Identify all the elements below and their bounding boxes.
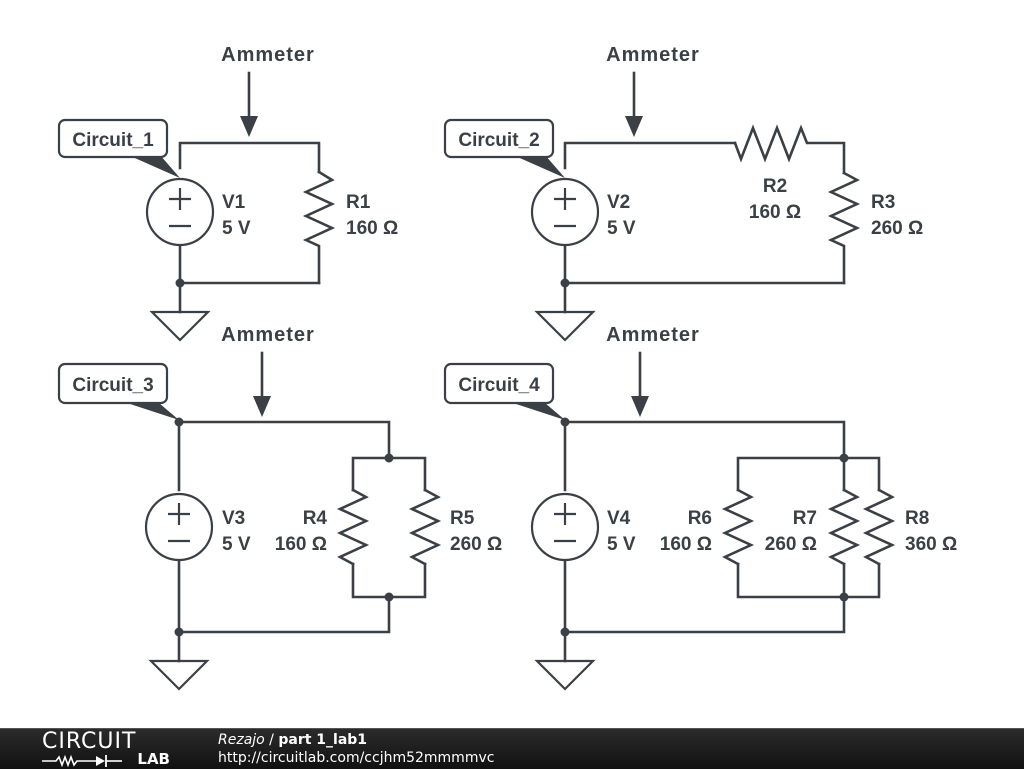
logo-resistor-diode-icon — [42, 754, 122, 767]
resistor-value: 160 Ω — [660, 534, 712, 555]
circuit-1: Ammeter V1 5 V R1 160 Ω Circuit_1 — [57, 44, 398, 342]
source-name: V1 — [222, 192, 246, 213]
resistor-value: 260 Ω — [450, 534, 502, 555]
resistor-r7-icon — [827, 488, 861, 566]
resistor-r2-icon — [733, 124, 846, 175]
circuit-tag[interactable]: Circuit_2 — [443, 118, 565, 178]
resistor-value: 260 Ω — [871, 218, 923, 239]
footer-bar: CIRCUIT LAB Rezajo / part 1_lab1 http://… — [0, 728, 1024, 769]
resistor-r1-icon — [302, 170, 336, 285]
wire — [736, 562, 881, 599]
circuit-tag-label: Circuit_3 — [72, 375, 153, 396]
ammeter-label: Ammeter — [221, 324, 315, 346]
ground-icon — [535, 310, 595, 342]
resistor-r4-icon — [336, 488, 370, 566]
source-value: 5 V — [222, 218, 251, 239]
resistor-name: R6 — [688, 508, 712, 529]
wire — [351, 456, 427, 492]
resistor-name: R5 — [450, 508, 475, 529]
source-value: 5 V — [607, 534, 636, 555]
circuit-3: Ammeter V3 5 V R4 160 Ω R5 260 Ω Circuit… — [57, 324, 502, 691]
resistor-name: R2 — [763, 176, 787, 197]
resistor-value: 160 Ω — [749, 202, 801, 223]
author-link[interactable]: Rezajo — [218, 732, 265, 748]
source-value: 5 V — [222, 534, 251, 555]
resistor-name: R7 — [793, 508, 817, 529]
separator: / — [264, 732, 279, 748]
ground-icon — [535, 659, 595, 691]
resistor-r5-icon — [408, 488, 442, 566]
wire — [563, 141, 737, 170]
wire — [177, 420, 391, 492]
voltage-source-v1-icon — [145, 177, 215, 247]
resistor-name: R3 — [871, 192, 895, 213]
project-meta: Rezajo / part 1_lab1 http://circuitlab.c… — [218, 731, 494, 767]
resistor-name: R4 — [303, 508, 328, 529]
ammeter-label: Ammeter — [606, 44, 700, 66]
resistor-name: R1 — [346, 192, 371, 213]
wire — [178, 141, 321, 174]
source-name: V4 — [607, 508, 631, 529]
circuit-4: Ammeter V4 5 V R6 160 Ω R7 260 Ω R8 360 … — [443, 324, 957, 691]
ground-icon — [149, 659, 209, 691]
source-name: V2 — [607, 192, 630, 213]
circuit-tag[interactable]: Circuit_3 — [57, 362, 179, 420]
circuit-tag-label: Circuit_1 — [72, 130, 154, 151]
schematic-canvas: Ammeter V1 5 V R1 160 Ω Circuit_1 Ammete… — [57, 44, 957, 691]
ammeter-arrow-icon — [631, 351, 649, 417]
resistor-value: 360 Ω — [905, 534, 957, 555]
wire — [177, 560, 391, 634]
resistor-name: R8 — [905, 508, 929, 529]
voltage-source-v3-icon — [144, 492, 214, 562]
wire — [351, 562, 427, 599]
logo-text-top: CIRCUIT — [42, 729, 137, 754]
circuit-tag-label: Circuit_2 — [458, 130, 539, 151]
resistor-value: 260 Ω — [765, 534, 817, 555]
ammeter-arrow-icon — [625, 71, 643, 137]
ammeter-label: Ammeter — [606, 324, 700, 346]
wire — [736, 456, 881, 492]
ammeter-arrow-icon — [253, 351, 271, 417]
circuit-2: Ammeter V2 5 V R2 160 Ω R3 260 Ω Circuit… — [443, 44, 923, 342]
ammeter-label: Ammeter — [221, 44, 315, 66]
wire — [563, 243, 846, 285]
voltage-source-v2-icon — [530, 177, 600, 247]
ammeter-arrow-icon — [240, 71, 258, 137]
resistor-r8-icon — [862, 488, 896, 566]
resistor-value: 160 Ω — [275, 534, 327, 555]
logo-text-bottom: LAB — [137, 750, 170, 768]
circuit-tag[interactable]: Circuit_1 — [57, 118, 180, 178]
source-value: 5 V — [607, 218, 636, 239]
wire — [563, 420, 846, 492]
ground-icon — [150, 310, 210, 342]
wire — [178, 243, 321, 285]
voltage-source-v4-icon — [530, 492, 600, 562]
wire — [563, 560, 846, 634]
resistor-value: 160 Ω — [346, 218, 398, 239]
resistor-r3-icon — [827, 171, 861, 285]
circuitlab-logo[interactable]: CIRCUIT LAB — [42, 731, 182, 767]
project-url[interactable]: http://circuitlab.com/ccjhm52mmmmvc — [218, 750, 495, 766]
source-name: V3 — [222, 508, 245, 529]
circuit-tag[interactable]: Circuit_4 — [443, 362, 565, 420]
circuit-tag-label: Circuit_4 — [458, 375, 540, 396]
resistor-r6-icon — [721, 488, 755, 566]
project-title[interactable]: part 1_lab1 — [278, 732, 368, 748]
